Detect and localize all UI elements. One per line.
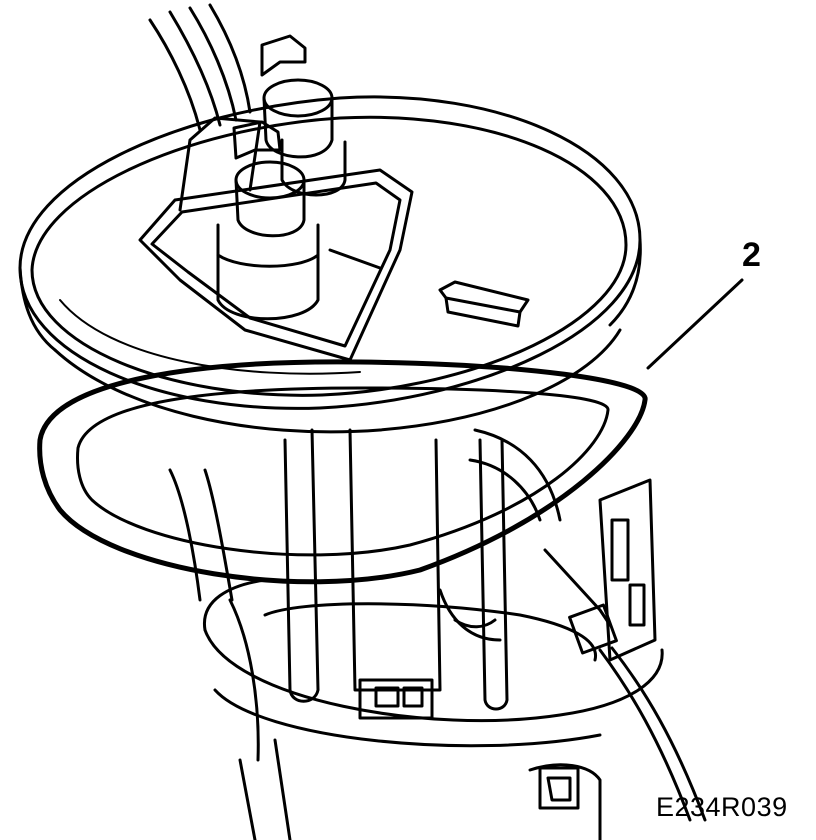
flange-tab <box>438 280 530 328</box>
wiring-harness <box>148 3 252 132</box>
pump-internals <box>168 428 562 762</box>
figure-code: E234R039 <box>656 792 788 822</box>
callout-label-2: 2 <box>742 236 761 274</box>
terminal-post-rear <box>260 34 347 197</box>
side-bracket <box>543 478 707 822</box>
callout-leader-line <box>646 278 744 370</box>
terminal-post-front <box>216 120 320 321</box>
sealing-ring <box>37 359 648 585</box>
flange-cover <box>18 95 642 434</box>
connector-housing <box>138 116 414 362</box>
